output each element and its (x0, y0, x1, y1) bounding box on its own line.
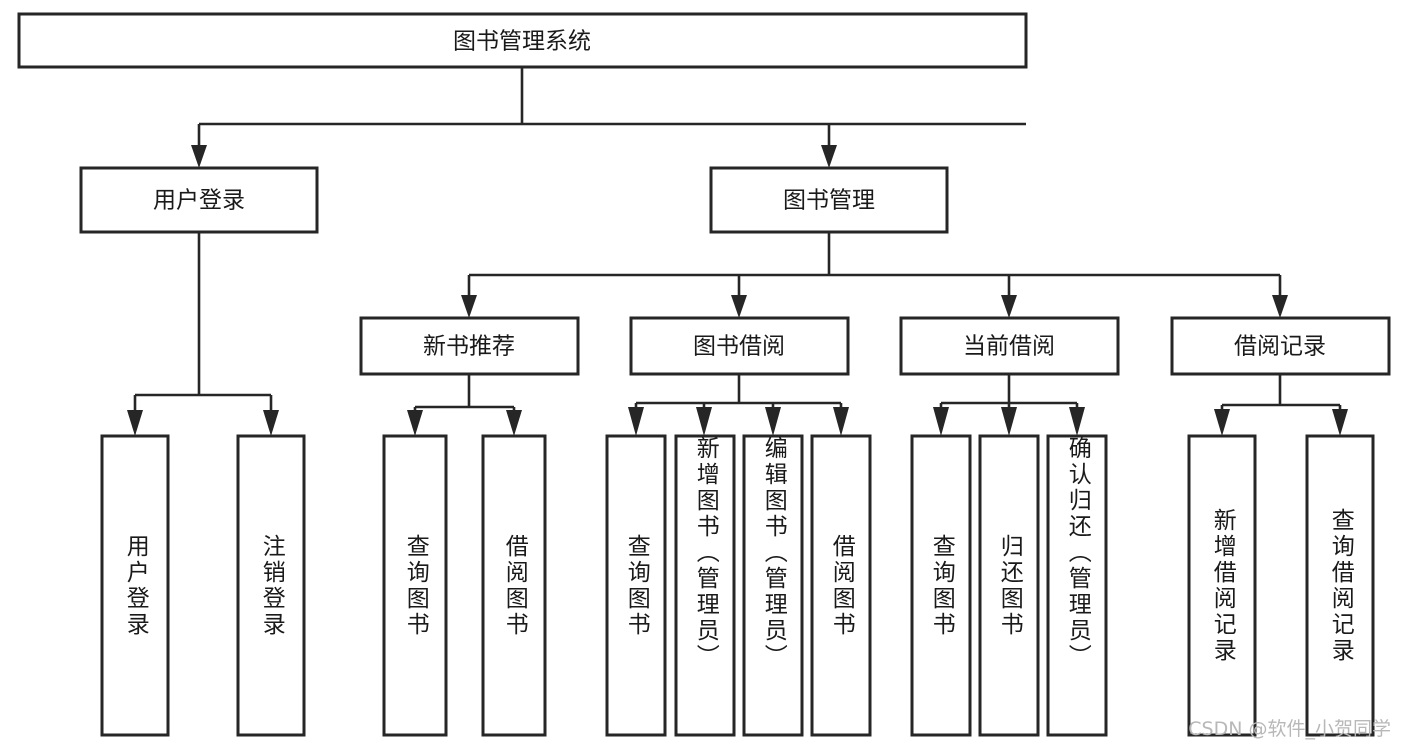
arrow-down-icon (407, 410, 423, 436)
node-current-borrow-rect[interactable] (899, 316, 1120, 376)
leaf-borrow-book-1-rect[interactable] (481, 434, 547, 737)
node-root-rect[interactable] (17, 12, 1028, 69)
connector-new-book-recommend-to-leaves (407, 374, 522, 436)
arrow-down-icon (1272, 295, 1288, 318)
leaf-logout-login-rect[interactable] (236, 434, 306, 737)
node-book-manage[interactable]: 图书管理 (709, 166, 949, 234)
arrow-down-icon (696, 407, 712, 436)
node-book-borrow[interactable]: 图书借阅 (629, 316, 850, 376)
arrow-down-icon (765, 407, 781, 436)
node-borrow-record-label: 借阅记录 (1234, 334, 1326, 360)
arrow-down-icon (461, 295, 477, 318)
arrow-down-icon (263, 410, 279, 436)
connector-borrow-record-to-leaves (1214, 374, 1348, 436)
arrow-down-icon (1069, 407, 1085, 436)
leaf-add-book-rect[interactable] (674, 434, 736, 737)
arrow-down-icon (1332, 409, 1348, 436)
connector-book-manage-to-level3 (461, 232, 1288, 318)
node-user-login[interactable]: 用户登录 (79, 166, 319, 234)
arrow-down-icon (127, 410, 143, 436)
node-root[interactable]: 图书管理系统 (17, 12, 1028, 69)
arrow-down-icon (191, 145, 207, 168)
leaf-borrow-book-2-rect[interactable] (810, 434, 872, 737)
node-new-book-recommend[interactable]: 新书推荐 (359, 316, 580, 376)
node-current-borrow[interactable]: 当前借阅 (899, 316, 1120, 376)
leaf-query-book-1-rect[interactable] (382, 434, 448, 737)
node-user-login-label: 用户登录 (153, 188, 245, 214)
arrow-down-icon (933, 407, 949, 436)
connector-book-borrow-to-leaves (628, 374, 849, 436)
connector-root-to-level2 (191, 67, 1026, 168)
arrow-down-icon (506, 410, 522, 436)
leaf-query-book-3-rect[interactable] (910, 434, 972, 737)
arrow-down-icon (1214, 409, 1230, 436)
node-new-book-recommend-label: 新书推荐 (423, 334, 515, 360)
node-root-label: 图书管理系统 (453, 29, 591, 55)
node-book-manage-label: 图书管理 (783, 188, 875, 214)
leaf-query-book-2-rect[interactable] (605, 434, 667, 737)
connector-current-borrow-to-leaves (933, 374, 1085, 436)
node-user-login-rect[interactable] (79, 166, 319, 234)
leaf-query-record-rect[interactable] (1305, 434, 1375, 737)
node-borrow-record[interactable]: 借阅记录 (1170, 316, 1391, 376)
leaf-return-book-rect[interactable] (978, 434, 1040, 737)
node-book-borrow-label: 图书借阅 (693, 334, 785, 360)
node-current-borrow-label: 当前借阅 (963, 334, 1055, 360)
arrow-down-icon (1001, 407, 1017, 436)
leaf-user-login-rect[interactable] (100, 434, 170, 737)
leaf-add-record-rect[interactable] (1187, 434, 1257, 737)
arrow-down-icon (833, 407, 849, 436)
leaf-confirm-return-rect[interactable] (1046, 434, 1108, 737)
leaf-edit-book-rect[interactable] (742, 434, 804, 737)
arrow-down-icon (628, 407, 644, 436)
connector-user-login-to-leaves (127, 232, 279, 436)
arrow-down-icon (821, 145, 837, 168)
node-new-book-recommend-rect[interactable] (359, 316, 580, 376)
arrow-down-icon (731, 295, 747, 318)
arrow-down-icon (1001, 295, 1017, 318)
